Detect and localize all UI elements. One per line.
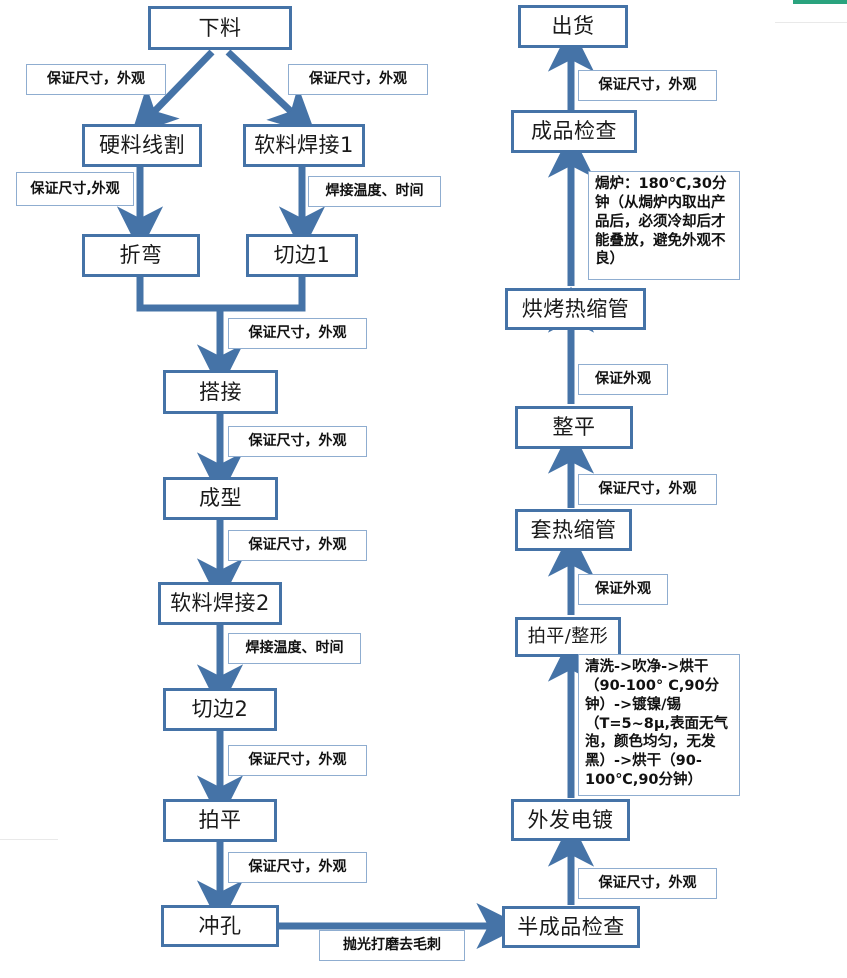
node-chengpin-jiancha[interactable]: 成品检查 xyxy=(511,110,637,153)
hairline-divider-left xyxy=(0,839,58,840)
node-chuhuo[interactable]: 出货 xyxy=(518,5,628,48)
node-paiping[interactable]: 拍平 xyxy=(163,799,277,842)
note-to-dajie: 保证尺寸，外观 xyxy=(228,318,367,349)
node-hongkao-reshuoguan[interactable]: 烘烤热缩管 xyxy=(505,288,646,330)
hairline-divider-right xyxy=(775,22,847,23)
note-yingliao-to-zhewan: 保证尺寸,外观 xyxy=(16,172,134,206)
arrow-xialiao-to-yingliao xyxy=(130,49,215,136)
note-xialiao-to-yingliao: 保证尺寸，外观 xyxy=(26,64,166,95)
note-to-hanjie2: 保证尺寸，外观 xyxy=(228,530,367,561)
node-ruanliao-hanjie2[interactable]: 软料焊接2 xyxy=(158,582,282,625)
note-to-chuhuo: 保证尺寸，外观 xyxy=(578,70,717,101)
node-waifa-diandu[interactable]: 外发电镀 xyxy=(511,799,630,841)
merge-bracket-zhewan-qiebian1 xyxy=(136,277,306,312)
note-to-waifa-diandu: 保证尺寸，外观 xyxy=(578,868,717,899)
note-hanjie-temperature-1: 焊接温度、时间 xyxy=(308,176,441,207)
arrow-xialiao-to-ruanliao1 xyxy=(225,49,316,135)
note-juluo-detail: 焗炉：180℃,30分钟（从焗炉内取出产品后，必须冷却后才能叠放，避免外观不良） xyxy=(588,171,740,280)
note-to-tao-reshuoguan: 保证外观 xyxy=(578,574,668,605)
node-qiebian2[interactable]: 切边2 xyxy=(163,688,277,731)
node-banchengpin-jiancha[interactable]: 半成品检查 xyxy=(502,906,640,948)
node-zhengping[interactable]: 整平 xyxy=(515,406,633,449)
note-xialiao-to-ruanliao1: 保证尺寸，外观 xyxy=(288,64,428,95)
note-to-chongkong: 保证尺寸，外观 xyxy=(228,852,367,883)
note-to-paiping: 保证尺寸，外观 xyxy=(228,745,367,776)
node-ruanliao-hanjie1[interactable]: 软料焊接1 xyxy=(243,124,365,167)
node-dajie[interactable]: 搭接 xyxy=(163,370,278,414)
node-chengxing[interactable]: 成型 xyxy=(163,477,278,520)
node-zhewan[interactable]: 折弯 xyxy=(82,234,200,277)
note-paoguang-damo: 抛光打磨去毛刺 xyxy=(319,930,465,961)
node-yingliao-xiange[interactable]: 硬料线割 xyxy=(82,124,202,167)
node-paiping-zhengxing[interactable]: 拍平/整形 xyxy=(515,617,621,657)
top-accent-bar xyxy=(793,0,847,4)
note-diandu-process-detail: 清洗->吹净->烘干（90-100° C,90分钟）->镀镍/锡（T=5~8μ,… xyxy=(578,654,740,796)
note-to-hongkao-reshuoguan: 保证外观 xyxy=(578,364,668,395)
node-xialiao[interactable]: 下料 xyxy=(148,6,292,50)
node-tao-reshuoguan[interactable]: 套热缩管 xyxy=(515,509,632,551)
note-to-zhengping: 保证尺寸，外观 xyxy=(578,474,717,505)
note-hanjie-temperature-2: 焊接温度、时间 xyxy=(228,633,361,664)
note-to-chengxing: 保证尺寸，外观 xyxy=(228,426,367,457)
node-chongkong[interactable]: 冲孔 xyxy=(161,905,279,947)
node-qiebian1[interactable]: 切边1 xyxy=(246,234,358,277)
